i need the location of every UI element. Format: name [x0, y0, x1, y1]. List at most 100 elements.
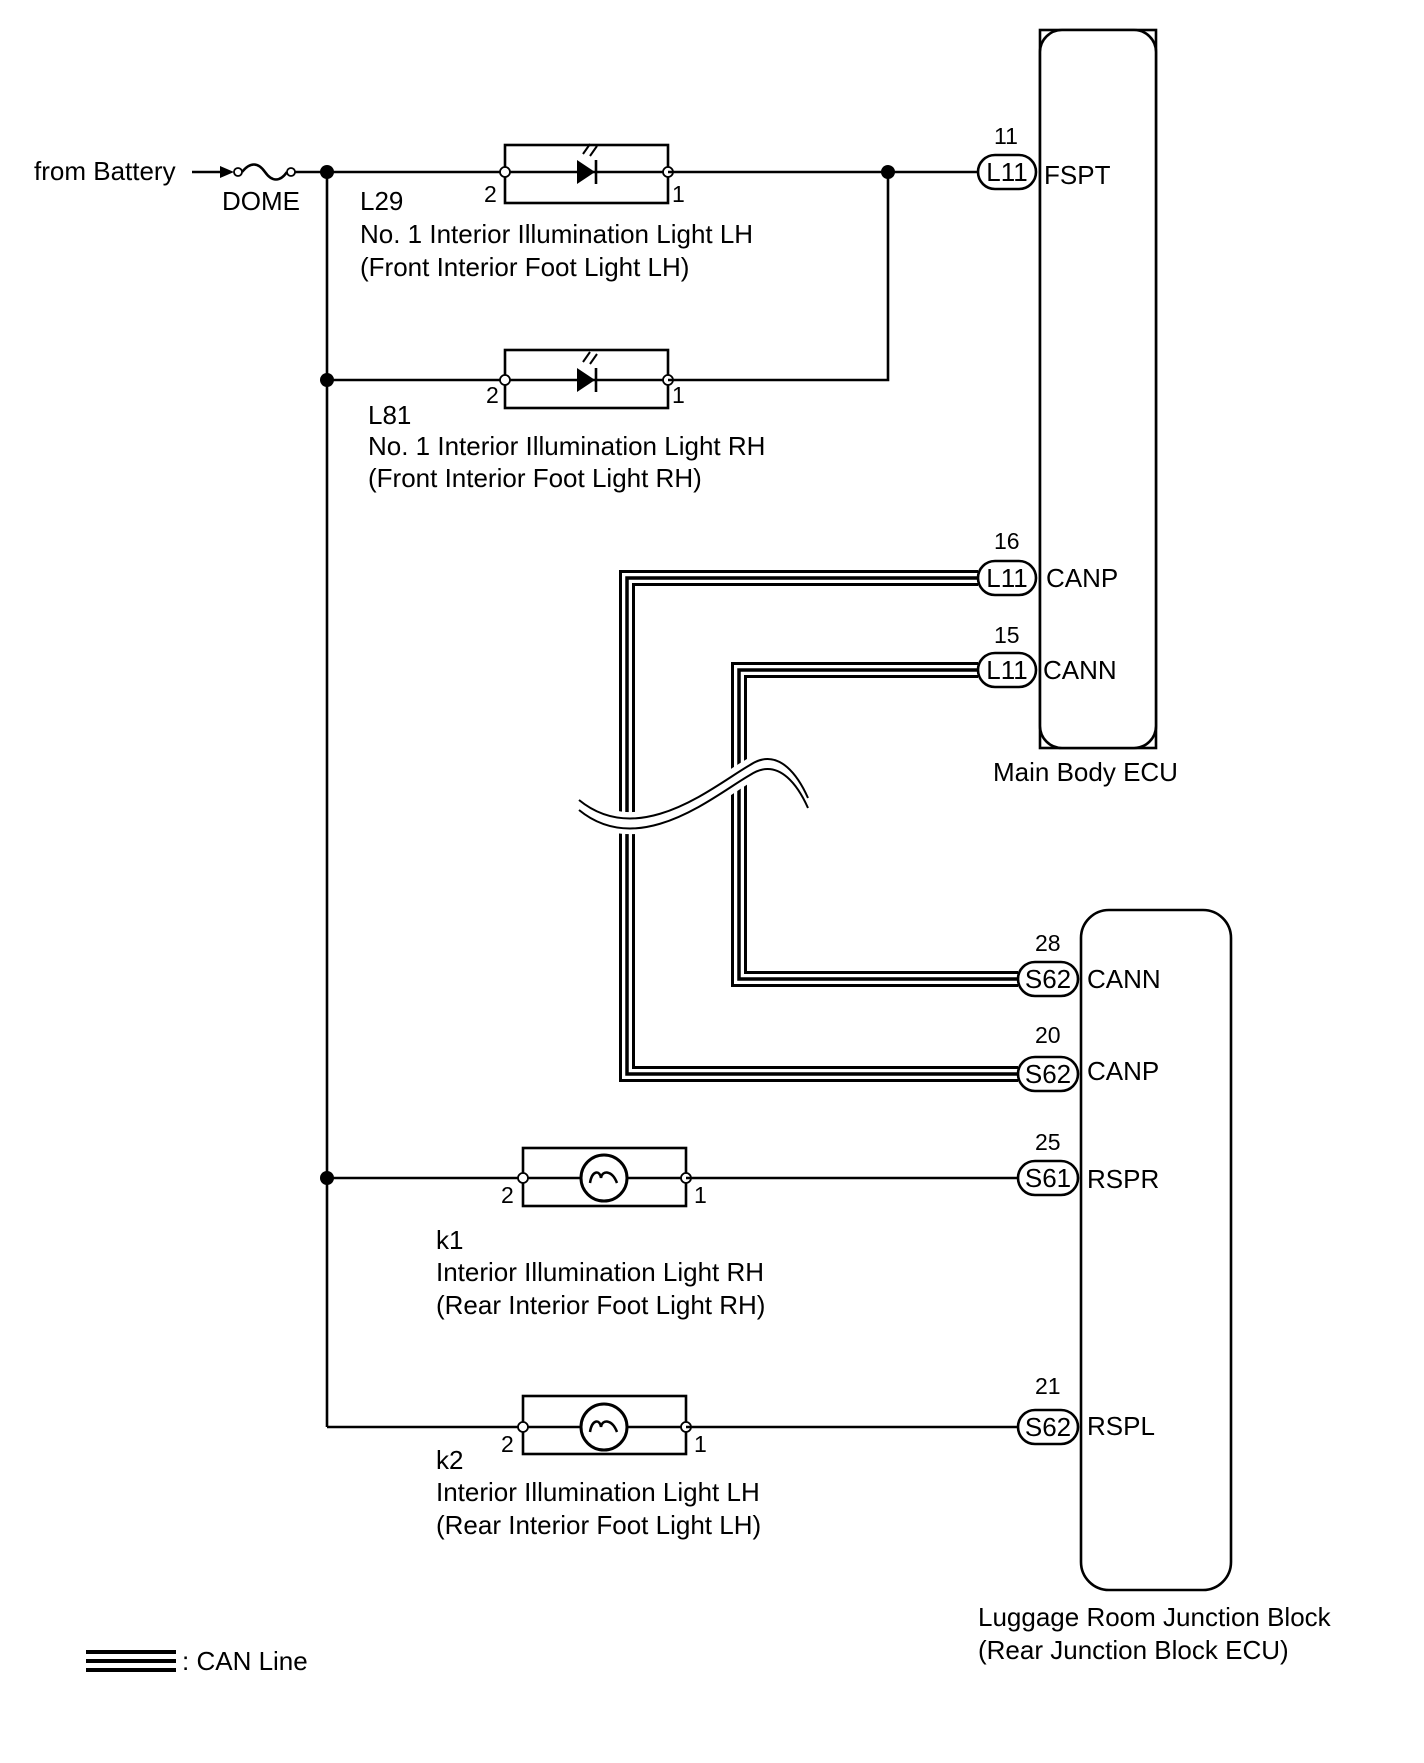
k2-pin-2	[517, 1421, 529, 1433]
junction-block-outline	[1079, 908, 1233, 1592]
terminal-canp-jb: S62 20 CANP	[1016, 1022, 1159, 1093]
canp-jb-signal-label: CANP	[1087, 1056, 1159, 1086]
cann-line-gap	[734, 665, 1018, 984]
fuse-symbol	[240, 163, 289, 181]
wire-break-line-lower	[578, 768, 809, 830]
l29-pin-2	[499, 166, 511, 178]
battery-source-label: from Battery	[34, 156, 176, 186]
fuse-terminal-left	[233, 167, 243, 177]
k1-alt-name: (Rear Interior Foot Light RH)	[436, 1290, 765, 1320]
cann-line-outer	[731, 662, 1018, 987]
l29-light-rays-icon	[582, 143, 598, 157]
rspl-connector-code: S62	[1025, 1412, 1071, 1442]
fuse-terminal-right	[286, 167, 296, 177]
rspr-signal-label: RSPR	[1087, 1164, 1159, 1194]
canp-jb-connector-code: S62	[1025, 1059, 1071, 1089]
fspt-pin-number: 11	[994, 123, 1018, 149]
wire-break-line-upper	[578, 758, 809, 820]
k2-name: Interior Illumination Light LH	[436, 1477, 760, 1507]
terminal-rspl: S62 21 RSPL	[1016, 1373, 1155, 1446]
terminal-fspt: L11 11 FSPT	[976, 123, 1111, 191]
l81-pin-2-label: 2	[486, 382, 499, 408]
legend: : CAN Line	[86, 1646, 308, 1676]
k1-name: Interior Illumination Light RH	[436, 1257, 764, 1287]
k1-filament-icon	[588, 1171, 619, 1184]
l81-id: L81	[368, 400, 411, 430]
main-body-ecu: Main Body ECU	[993, 28, 1178, 787]
fspt-connector-oval	[976, 153, 1038, 191]
l29-pin-2-label: 2	[484, 181, 497, 207]
fspt-connector-code: L11	[986, 157, 1027, 187]
canp-ecu-signal-label: CANP	[1046, 563, 1118, 593]
cann-ecu-connector-code: L11	[986, 655, 1027, 685]
rspl-pin-number: 21	[1035, 1373, 1061, 1399]
cann-jb-pin-number: 28	[1035, 930, 1061, 956]
junction-dot-fspt	[881, 165, 895, 179]
k1-pin-2-label: 2	[501, 1182, 514, 1208]
l81-name: No. 1 Interior Illumination Light RH	[368, 431, 765, 461]
cann-jb-signal-label: CANN	[1087, 964, 1161, 994]
rspr-pin-number: 25	[1035, 1129, 1061, 1155]
terminal-rspr: S61 25 RSPR	[1016, 1129, 1159, 1197]
canp-jb-connector-oval	[1016, 1055, 1080, 1093]
l81-led-icon	[577, 368, 595, 392]
k2-id: k2	[436, 1445, 463, 1475]
cann-jb-connector-oval	[1016, 960, 1080, 998]
lamp-k1: 2 1 k1 Interior Illumination Light RH (R…	[327, 1146, 765, 1320]
lamp-l29: 2 1 L29 No. 1 Interior Illumination Ligh…	[327, 143, 753, 282]
terminal-cann-ecu: L11 15 CANN	[976, 622, 1117, 689]
terminal-cann-jb: S62 28 CANN	[1016, 930, 1161, 998]
l29-pin-1-label: 1	[672, 181, 685, 207]
cann-ecu-connector-oval	[976, 651, 1038, 689]
legend-can-line-label: : CAN Line	[182, 1646, 308, 1676]
lamp-k2: 2 1 k2 Interior Illumination Light LH (R…	[436, 1394, 761, 1540]
terminal-canp-ecu: L11 16 CANP	[976, 528, 1118, 597]
k2-alt-name: (Rear Interior Foot Light LH)	[436, 1510, 761, 1540]
canp-ecu-pin-number: 16	[994, 528, 1020, 554]
k2-pin-1-label: 1	[694, 1431, 707, 1457]
battery-arrow-head	[220, 166, 234, 178]
l81-light-rays-icon	[582, 351, 598, 365]
canp-ecu-connector-code: L11	[986, 563, 1027, 593]
rspr-connector-code: S61	[1025, 1163, 1071, 1193]
l29-led-icon	[577, 160, 595, 184]
rspl-connector-oval	[1016, 1408, 1080, 1446]
lamp-l81: 2 1 L81 No. 1 Interior Illumination Ligh…	[327, 348, 765, 493]
canp-line-gap	[622, 573, 1018, 1079]
canp-jb-pin-number: 20	[1035, 1022, 1061, 1048]
cann-ecu-pin-number: 15	[994, 622, 1020, 648]
wire-break-mask	[571, 753, 819, 835]
rspr-connector-oval	[1016, 1159, 1080, 1197]
junction-block-label-line2: (Rear Junction Block ECU)	[978, 1635, 1289, 1665]
canp-ecu-connector-oval	[976, 559, 1038, 597]
junction-block: Luggage Room Junction Block (Rear Juncti…	[978, 908, 1332, 1665]
l81-pin-2	[499, 374, 511, 386]
cann-jb-connector-code: S62	[1025, 964, 1071, 994]
fuse-label: DOME	[222, 186, 300, 216]
l29-alt-name: (Front Interior Foot Light LH)	[360, 252, 689, 282]
k1-bulb-icon	[579, 1153, 629, 1203]
main-body-ecu-label: Main Body ECU	[993, 757, 1178, 787]
cann-ecu-signal-label: CANN	[1043, 655, 1117, 685]
junction-block-label-line1: Luggage Room Junction Block	[978, 1602, 1332, 1632]
canp-line-core	[625, 576, 1018, 1076]
k2-bulb-icon	[579, 1402, 629, 1452]
battery-supply: from Battery DOME	[34, 156, 327, 216]
k2-filament-icon	[588, 1420, 619, 1433]
l81-pin-1-label: 1	[672, 382, 685, 408]
fspt-signal-label: FSPT	[1044, 160, 1111, 190]
rspl-signal-label: RSPL	[1087, 1411, 1155, 1441]
l81-return-wire	[668, 172, 890, 382]
cann-line-core	[737, 668, 1018, 981]
k1-id: k1	[436, 1225, 463, 1255]
l81-alt-name: (Front Interior Foot Light RH)	[368, 463, 702, 493]
can-lines	[571, 570, 1018, 1082]
k2-pin-2-label: 2	[501, 1431, 514, 1457]
main-body-ecu-inner-outline	[1038, 28, 1158, 750]
k1-pin-2	[517, 1172, 529, 1184]
l29-id: L29	[360, 186, 403, 216]
k1-pin-1-label: 1	[694, 1182, 707, 1208]
l29-name: No. 1 Interior Illumination Light LH	[360, 219, 753, 249]
canp-line-outer	[619, 570, 1018, 1082]
